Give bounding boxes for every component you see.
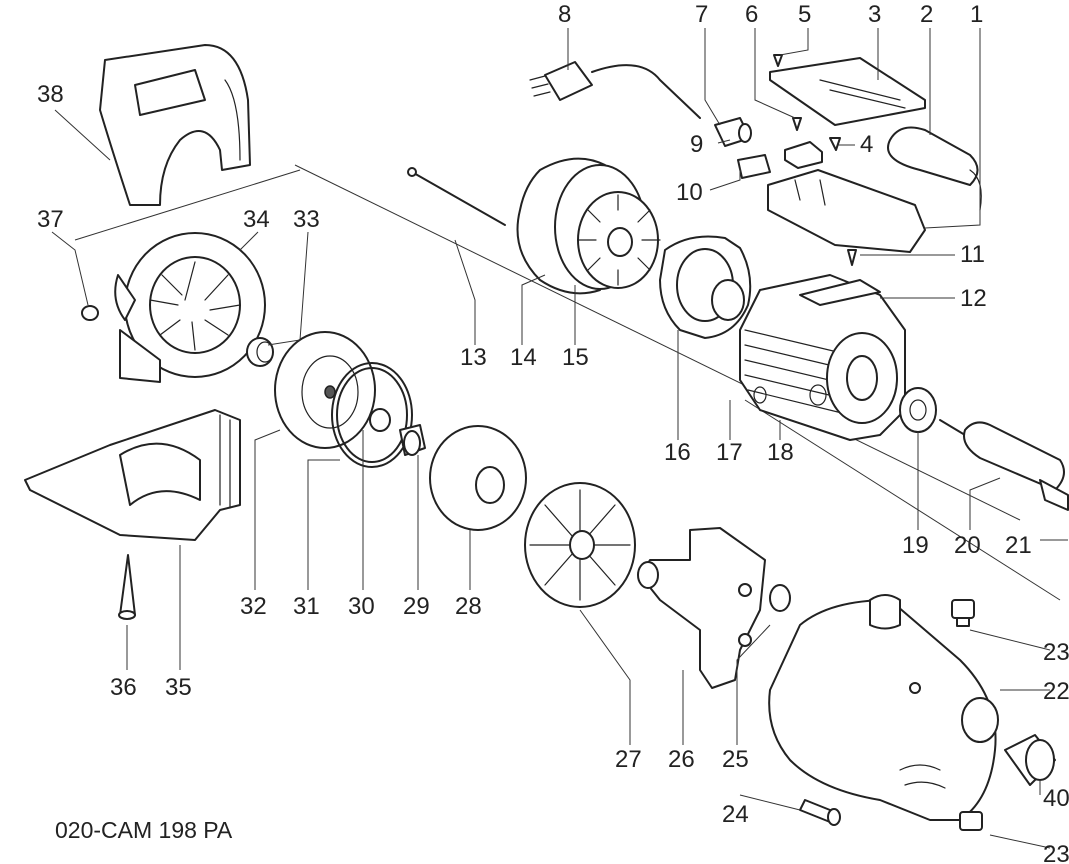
part-36-screw — [118, 554, 136, 620]
callout-20: 20 — [954, 532, 981, 559]
part-1-terminal-box — [767, 169, 926, 253]
callout-26: 26 — [668, 746, 695, 773]
callout-37: 37 — [37, 206, 64, 233]
part-18-winding — [809, 384, 827, 406]
part-30-spacer — [369, 408, 391, 432]
callout-4: 4 — [860, 131, 873, 158]
assembly-axis-lines — [74, 164, 1061, 601]
part-11-screw — [847, 249, 857, 266]
part-12-motor-body — [739, 274, 906, 441]
callout-34: 34 — [243, 206, 270, 233]
callout-22: 22 — [1043, 678, 1069, 705]
callout-16: 16 — [664, 439, 691, 466]
callout-25: 25 — [722, 746, 749, 773]
part-19-bearing — [899, 387, 937, 433]
callout-38: 38 — [37, 81, 64, 108]
part-20-rotor — [939, 419, 1065, 491]
callout-17: 17 — [716, 439, 743, 466]
part-21-shaft-end — [1039, 479, 1069, 511]
part-5-screw — [773, 54, 783, 67]
callout-31: 31 — [293, 593, 320, 620]
callout-7: 7 — [695, 1, 708, 28]
callout-36: 36 — [110, 674, 137, 701]
part-6-screw — [792, 117, 802, 131]
callout-11: 11 — [960, 241, 985, 268]
part-31-o-ring — [331, 362, 413, 468]
part-27-diffuser — [524, 482, 636, 608]
callout-3: 3 — [868, 1, 881, 28]
part-23-drain-plug-top — [951, 599, 975, 627]
callout-23-top: 23 — [1043, 639, 1069, 666]
callout-labels: 1 2 3 4 5 6 7 8 9 10 11 12 13 14 15 16 1… — [37, 1, 1069, 864]
part-22-pump-casing — [768, 594, 999, 821]
callout-27: 27 — [615, 746, 642, 773]
part-23-drain-plug-bottom — [959, 811, 983, 831]
part-2-capacitor — [887, 126, 982, 211]
part-38-cover — [99, 44, 251, 206]
part-8-power-cord — [529, 61, 701, 119]
part-37-nut — [81, 305, 99, 321]
part-29-shaft-sleeve — [399, 424, 426, 456]
part-24-bolt — [799, 799, 841, 826]
callout-32: 32 — [240, 593, 267, 620]
part-17-bearing — [753, 386, 767, 404]
callout-28: 28 — [455, 593, 482, 620]
callout-9: 9 — [690, 131, 703, 158]
part-35-base — [24, 409, 241, 541]
part-40-plug — [1004, 734, 1056, 786]
part-25-o-ring — [769, 584, 791, 612]
part-28-impeller-disc — [429, 425, 527, 531]
leader-lines — [51, 28, 1068, 849]
callout-14: 14 — [510, 344, 537, 371]
callout-21: 21 — [1005, 532, 1032, 559]
callout-2: 2 — [920, 1, 933, 28]
callout-40: 40 — [1043, 785, 1069, 812]
part-32-seal-disc — [274, 331, 376, 449]
drawing-code: 020-CAM 198 PA — [55, 817, 233, 843]
part-33-bushing — [246, 337, 274, 367]
callout-8: 8 — [558, 1, 571, 28]
callout-18: 18 — [767, 439, 794, 466]
callout-12: 12 — [960, 285, 987, 312]
callout-5: 5 — [798, 1, 811, 28]
callout-30: 30 — [348, 593, 375, 620]
part-10-terminal-block — [737, 154, 771, 179]
part-15-fan — [577, 191, 661, 289]
callout-19: 19 — [902, 532, 929, 559]
part-26-pump-body — [637, 527, 766, 689]
part-13-tie-rod — [407, 167, 506, 226]
part-9-cable-gland — [714, 117, 752, 147]
part-3-cover-plate — [769, 57, 926, 126]
part-16-bearing-flange — [659, 235, 752, 339]
part-34-fan-housing — [114, 232, 266, 383]
part-4-switch — [784, 137, 841, 169]
callout-15: 15 — [562, 344, 589, 371]
callout-10: 10 — [676, 179, 703, 206]
callout-35: 35 — [165, 674, 192, 701]
callout-1: 1 — [970, 1, 983, 28]
callout-29: 29 — [403, 593, 430, 620]
callout-24: 24 — [722, 801, 749, 828]
callout-13: 13 — [460, 344, 487, 371]
callout-23-bottom: 23 — [1043, 841, 1069, 864]
callout-6: 6 — [745, 1, 758, 28]
callout-33: 33 — [293, 206, 320, 233]
